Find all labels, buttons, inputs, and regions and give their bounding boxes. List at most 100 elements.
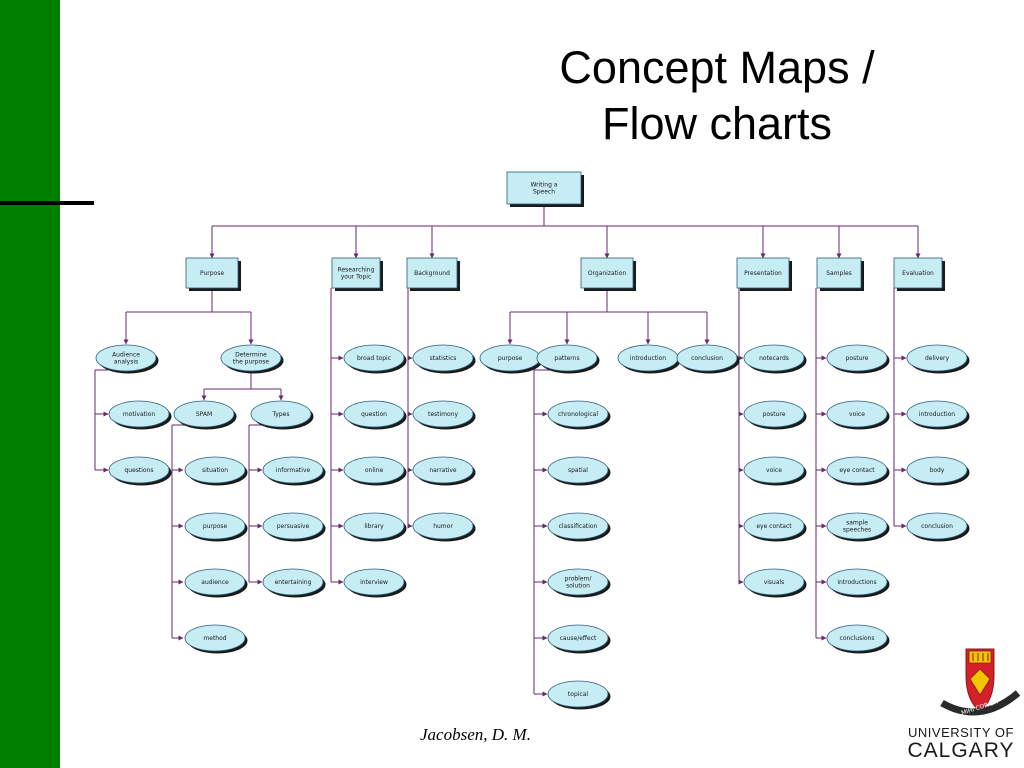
ellipse-node-questions: [108, 456, 170, 484]
ellipse-node-visuals: [743, 568, 805, 596]
ellipse-node-topical: [547, 680, 609, 708]
ellipse-node-voice: [826, 400, 888, 428]
node-label: topical: [568, 691, 588, 698]
rect-node-purpose: [185, 257, 239, 289]
node-label: classification: [559, 523, 598, 530]
node-label: interview: [360, 579, 388, 586]
node-label: audience: [201, 579, 229, 586]
ellipse-node-posture: [826, 344, 888, 372]
node-label: entertaining: [275, 579, 312, 586]
node-label: library: [364, 523, 384, 530]
ellipse-node-interview: [343, 568, 405, 596]
rect-node-presentation: [736, 257, 790, 289]
node-label: spatial: [568, 467, 588, 474]
node-label: Purpose: [200, 270, 224, 277]
ellipse-node-narrative: [412, 456, 474, 484]
ellipse-node-audience: [184, 568, 246, 596]
node-label: eye contact: [839, 467, 875, 474]
ellipse-node-conclusion: [906, 512, 968, 540]
node-label: online: [365, 467, 384, 474]
ellipse-node-problem-solution: [547, 568, 609, 596]
node-label: purpose: [203, 523, 228, 530]
title-line-1: Concept Maps /: [559, 42, 875, 93]
node-label: posture: [763, 411, 786, 418]
ellipse-node-determine-the-purpose: [220, 344, 282, 372]
node-label: posture: [846, 355, 869, 362]
ellipse-node-spatial: [547, 456, 609, 484]
ellipse-node-classification: [547, 512, 609, 540]
ellipse-node-sample-speeches: [826, 512, 888, 540]
ellipse-node-testimony: [412, 400, 474, 428]
node-label: problem/solution: [565, 576, 593, 590]
ellipse-node-method: [184, 624, 246, 652]
node-label: introductions: [837, 579, 876, 586]
ellipse-node-humor: [412, 512, 474, 540]
ellipse-node-chronological: [547, 400, 609, 428]
title-line-2: Flow charts: [601, 98, 833, 149]
node-label: testimony: [428, 411, 459, 418]
author-credit: Jacobsen, D. M.: [420, 725, 531, 744]
node-label: persuasive: [277, 523, 310, 530]
ellipse-node-conclusions: [826, 624, 888, 652]
node-label: Presentation: [744, 270, 782, 277]
node-label: Background: [414, 270, 450, 277]
ellipse-node-notecards: [743, 344, 805, 372]
node-label: chronological: [558, 411, 598, 418]
ellipse-node-cause-effect: [547, 624, 609, 652]
rect-node-organization: [580, 257, 634, 289]
ellipse-node-broad-topic: [343, 344, 405, 372]
node-label: narrative: [429, 467, 457, 474]
ellipse-node-persuasive: [262, 512, 324, 540]
ellipse-node-entertaining: [262, 568, 324, 596]
ellipse-node-eye-contact: [826, 456, 888, 484]
node-label: cause/effect: [560, 635, 597, 642]
ellipse-node-body: [906, 456, 968, 484]
rect-node-samples: [816, 257, 862, 289]
ellipse-node-statistics: [412, 344, 474, 372]
node-label: conclusions: [840, 635, 875, 642]
node-label: humor: [433, 523, 453, 530]
ellipse-node-delivery: [906, 344, 968, 372]
sidebar-rule: [0, 201, 94, 205]
node-label: Evaluation: [902, 270, 934, 277]
rect-node-evaluation: [893, 257, 943, 289]
node-label: questions: [124, 467, 153, 474]
node-label: delivery: [925, 355, 950, 362]
ellipse-node-patterns: [536, 344, 598, 372]
rect-node-researching-your-topic: [331, 257, 381, 289]
node-label: situation: [202, 467, 228, 474]
ellipse-node-library: [343, 512, 405, 540]
node-label: Organization: [588, 270, 627, 277]
green-sidebar: [0, 0, 60, 768]
ellipse-node-question: [343, 400, 405, 428]
node-label: Types: [272, 411, 290, 418]
ellipse-node-voice: [743, 456, 805, 484]
logo-text-calgary: CALGARY: [907, 739, 1015, 762]
ellipse-node-online: [343, 456, 405, 484]
ellipse-node-introduction: [906, 400, 968, 428]
node-label: method: [203, 635, 226, 642]
node-label: conclusion: [691, 355, 723, 362]
ellipse-node-purpose: [184, 512, 246, 540]
rect-node-background: [406, 257, 458, 289]
node-label: conclusion: [921, 523, 953, 530]
university-logo: MIHI COR SIT UNIVERSITY OF CALGARY: [900, 645, 1022, 763]
node-label: introduction: [919, 411, 955, 418]
slide-title: Concept Maps / Flow charts: [500, 40, 934, 152]
node-label: informative: [276, 467, 311, 474]
ellipse-node-eye-contact: [743, 512, 805, 540]
ellipse-node-informative: [262, 456, 324, 484]
rect-node-writing-a-speech: [506, 171, 582, 205]
node-label: motivation: [123, 411, 155, 418]
ellipse-node-motivation: [108, 400, 170, 428]
node-label: body: [930, 467, 945, 474]
node-label: notecards: [759, 355, 789, 362]
logo-text-university-of: UNIVERSITY OF: [908, 725, 1014, 740]
crest-icon: MIHI COR SIT: [940, 648, 1021, 717]
